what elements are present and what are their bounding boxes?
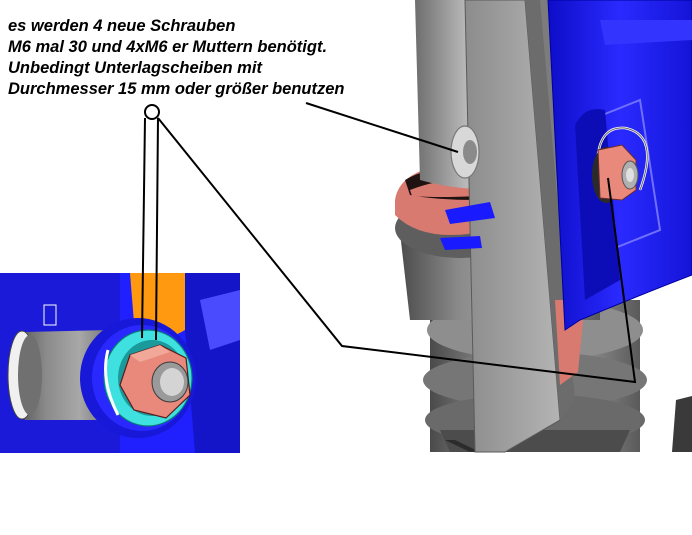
leader-to-inset-right: [155, 117, 159, 341]
annotation-note: es werden 4 neue Schrauben M6 mal 30 und…: [8, 16, 345, 100]
bolt-head-icon: [450, 125, 480, 179]
frame-highlight: [600, 20, 692, 45]
washer-highlight: [104, 349, 120, 416]
annotation-line-4: Durchmesser 15 mm oder größer benutzen: [8, 80, 345, 98]
far-right-part: [672, 396, 692, 452]
inset-marker: [43, 304, 57, 326]
tube-slot: [445, 440, 480, 452]
annotation-line-3: Unbedingt Unterlagscheiben mit: [8, 59, 262, 77]
annotation-line-1: es werden 4 neue Schrauben: [8, 17, 236, 35]
leader-origin-circle: [144, 104, 160, 120]
detail-inset: [0, 273, 240, 453]
main-assembly-view: [395, 0, 692, 453]
leader-to-frame-nut: [157, 117, 637, 384]
leader-to-inset-left: [141, 117, 146, 339]
leader-to-bolt-head: [305, 102, 459, 153]
blue-tab-upper: [445, 202, 495, 224]
grey-plate: [464, 0, 561, 453]
inset-frame-hl: [200, 290, 240, 350]
annotation-line-2: M6 mal 30 und 4xM6 er Muttern benötigt.: [8, 38, 328, 56]
blue-tab-lower: [440, 236, 482, 250]
frame-nut-icon: [592, 144, 639, 203]
leader-lines: [141, 102, 637, 384]
